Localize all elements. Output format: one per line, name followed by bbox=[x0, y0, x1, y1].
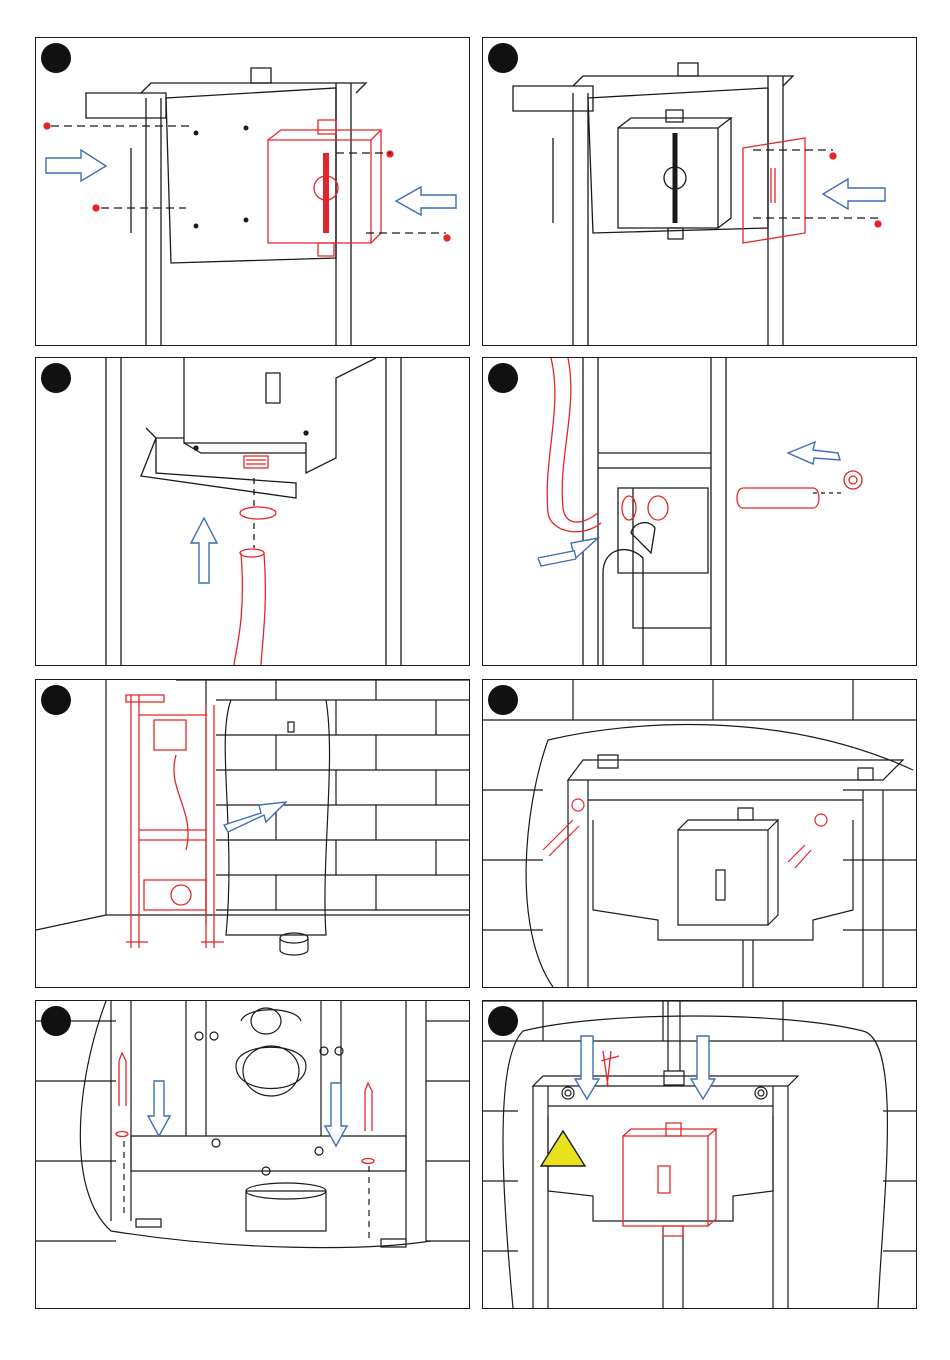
step-panel-4 bbox=[482, 357, 917, 666]
step-panel-5 bbox=[35, 679, 470, 988]
step-marker bbox=[488, 685, 518, 715]
step-marker bbox=[41, 43, 71, 73]
step-panel-6 bbox=[482, 679, 917, 988]
step-panel-7 bbox=[35, 1000, 470, 1309]
step-marker bbox=[488, 363, 518, 393]
step-panel-3 bbox=[35, 357, 470, 666]
drain-connection-illustration bbox=[36, 358, 469, 665]
frame-mount-box-illustration bbox=[36, 38, 469, 345]
step-marker bbox=[41, 1006, 71, 1036]
wall-installation-illustration bbox=[36, 680, 469, 987]
floor-anchoring-illustration bbox=[36, 1001, 469, 1308]
step-marker bbox=[41, 685, 71, 715]
step-marker bbox=[488, 43, 518, 73]
final-connection-illustration bbox=[483, 1001, 916, 1308]
frame-fixing-illustration bbox=[483, 680, 916, 987]
step-marker bbox=[41, 363, 71, 393]
cover-plate-illustration bbox=[483, 38, 916, 345]
step-marker bbox=[488, 1006, 518, 1036]
step-panel-8 bbox=[482, 1000, 917, 1309]
step-panel-1 bbox=[35, 37, 470, 346]
cable-routing-illustration bbox=[483, 358, 916, 665]
step-panel-2 bbox=[482, 37, 917, 346]
